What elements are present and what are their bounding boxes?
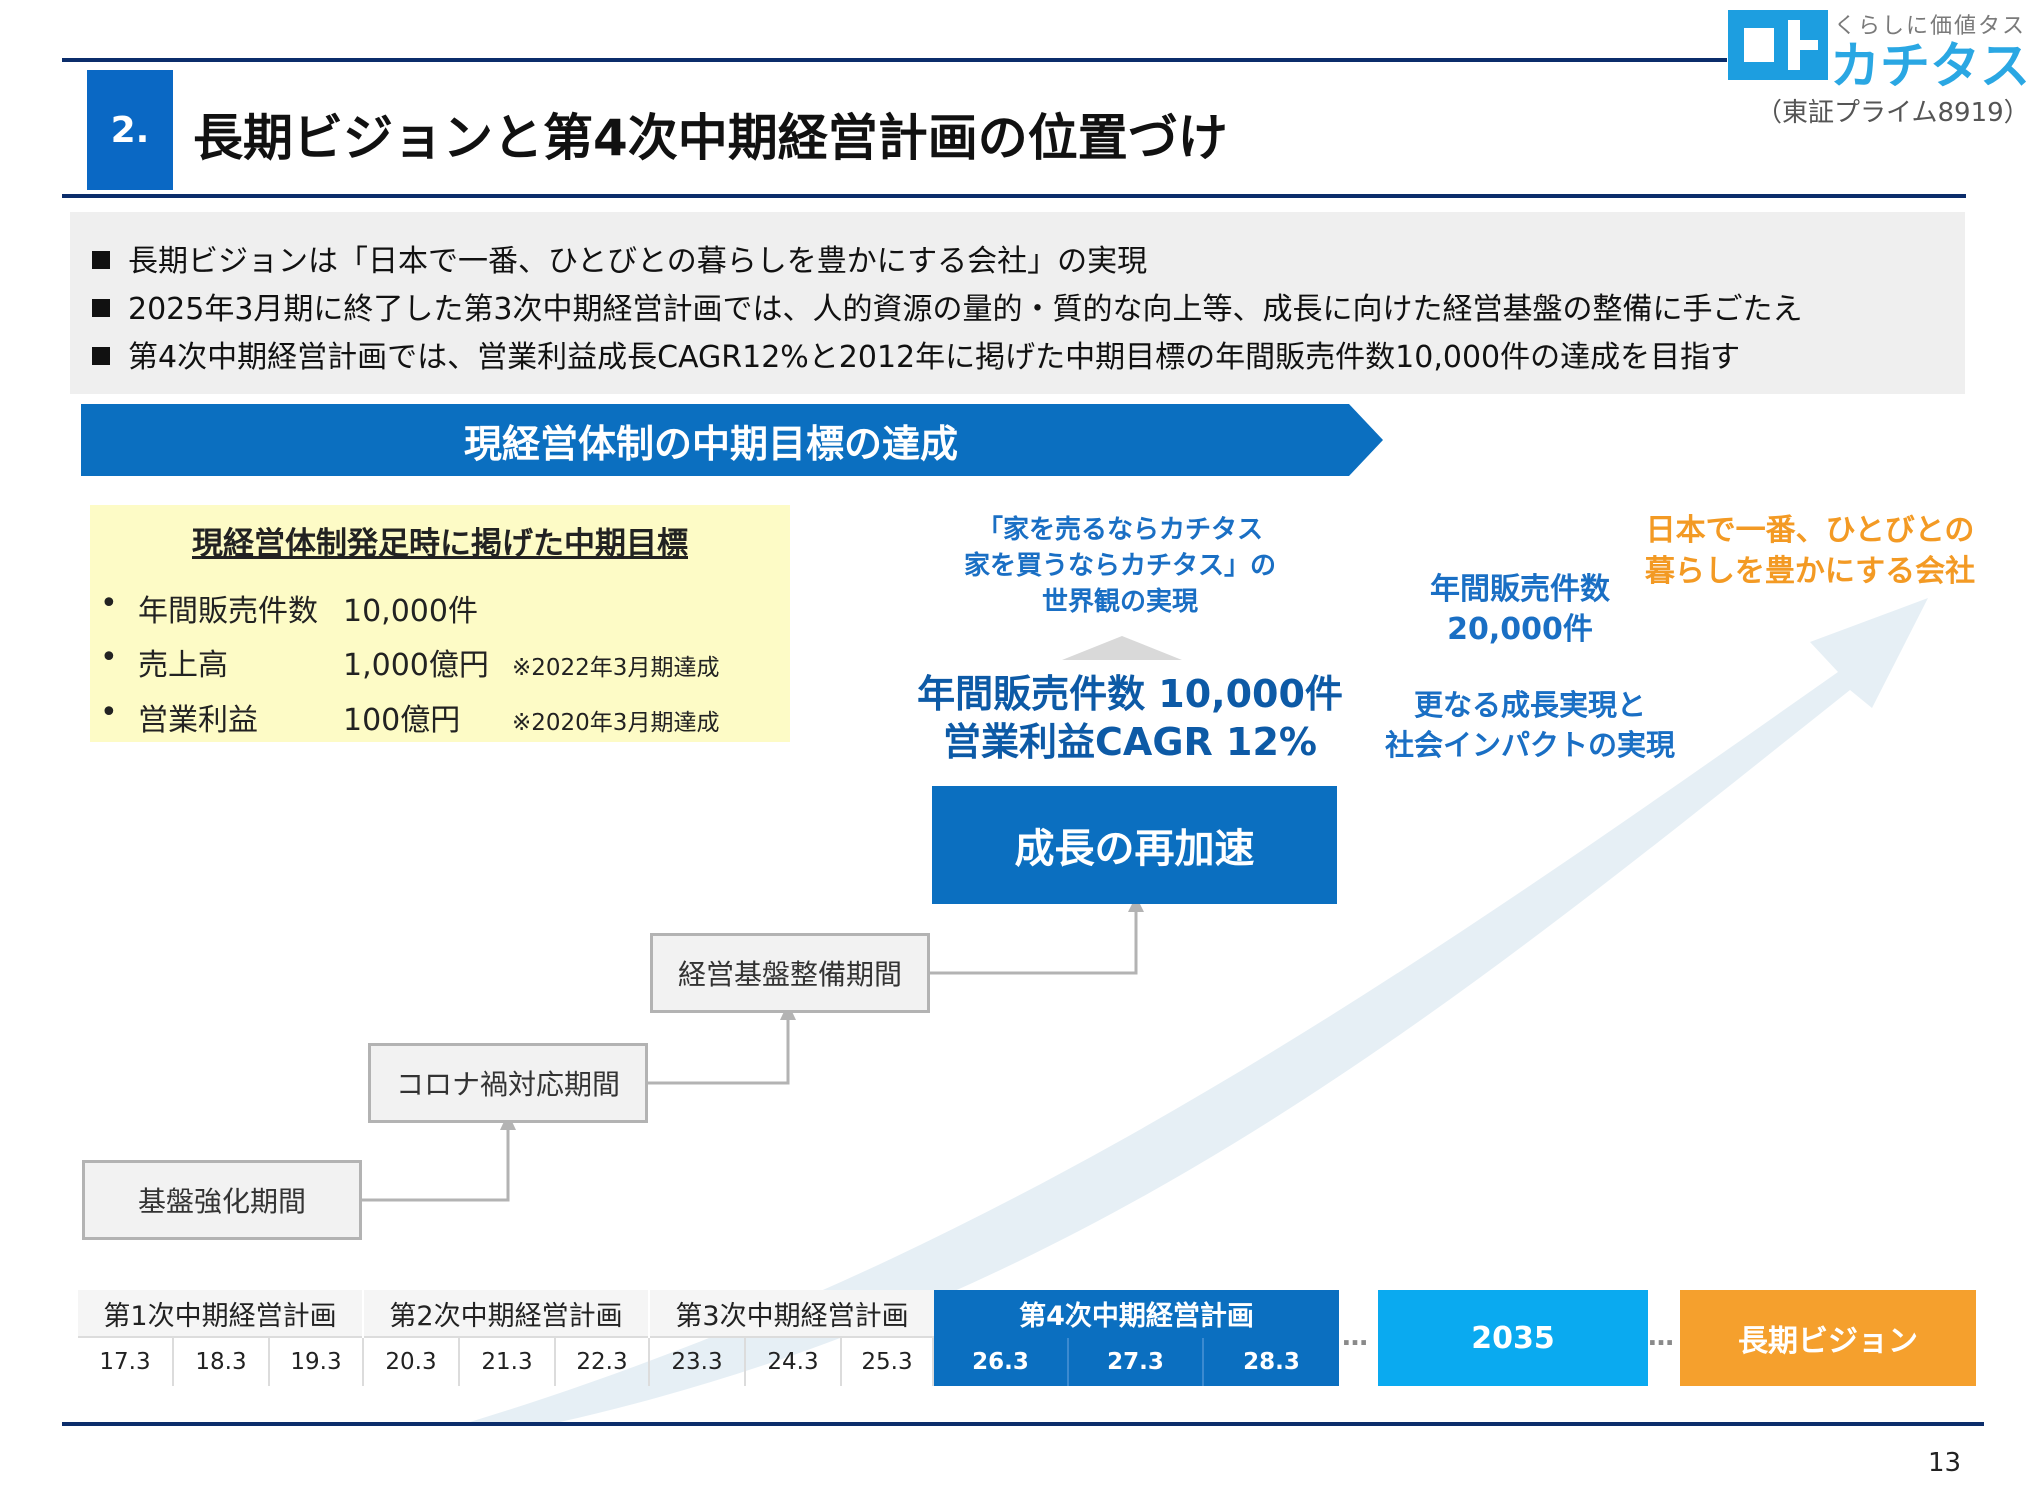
- plan-header: 第1次中期経営計画: [78, 1290, 362, 1338]
- plan-header-4th: 第4次中期経営計画: [934, 1290, 1339, 1338]
- further-line: 社会インパクトの実現: [1384, 728, 1675, 762]
- target-value: 10,000件: [343, 594, 478, 629]
- katitas-logo-icon: [1728, 10, 1828, 80]
- target-note: ※2020年3月期達成: [512, 710, 720, 736]
- phase-foundation-strengthening: 基盤強化期間: [82, 1160, 362, 1240]
- page-number: 13: [1928, 1448, 1962, 1478]
- timeline-ellipsis: …: [1342, 1322, 1368, 1352]
- phase-management-foundation: 経営基盤整備期間: [650, 933, 930, 1013]
- timeline-ellipsis: …: [1648, 1322, 1674, 1352]
- summary-box: [70, 212, 1965, 394]
- stock-code: （東証プライム8919）: [1756, 98, 2030, 128]
- targets-box: [90, 505, 790, 742]
- year-cell-4th: 27.3: [1069, 1338, 1204, 1386]
- summary-line: 長期ビジョンは「日本で一番、ひとびとの暮らしを豊かにする会社」の実現: [92, 236, 1147, 280]
- further-line: 更なる成長実現と: [1413, 688, 1646, 722]
- year-cell-4th: 28.3: [1204, 1338, 1339, 1386]
- timeline-long-term-vision: 長期ビジョン: [1680, 1290, 1976, 1386]
- square-bullet-icon: [92, 347, 110, 365]
- square-bullet-icon: [92, 251, 110, 269]
- banner-label: 現経営体制の中期目標の達成: [463, 421, 958, 466]
- annual-sales-20000-text: 年間販売件数 20,000件: [1380, 570, 1660, 650]
- long-term-vision-text: 日本で一番、ひとびとの 暮らしを豊かにする会社: [1630, 510, 1990, 592]
- year-cell: 21.3: [460, 1338, 556, 1386]
- worldview-line: 家を買うならカチタス」の: [963, 551, 1276, 581]
- logo-tagline: くらしに価値タス: [1834, 14, 2027, 39]
- vision-line: 日本で一番、ひとびとの: [1645, 513, 1975, 548]
- year-cell: 19.3: [270, 1338, 364, 1386]
- target-line: 営業利益CAGR 12%: [943, 720, 1317, 764]
- plan-header: 第2次中期経営計画: [364, 1290, 648, 1338]
- section-number-badge: 2.: [87, 70, 173, 190]
- timeline-2035: 2035: [1378, 1290, 1648, 1386]
- annual-line: 年間販売件数: [1430, 572, 1610, 607]
- target-label: 売上高: [138, 648, 228, 683]
- year-cell: 23.3: [650, 1338, 746, 1386]
- target-value: 1,000億円: [343, 648, 489, 683]
- bullet-dot-icon: •: [100, 640, 118, 675]
- worldview-line: 世界観の実現: [1041, 587, 1198, 617]
- year-cell: 22.3: [556, 1338, 650, 1386]
- page-title: 長期ビジョンと第4次中期経営計画の位置づけ: [193, 109, 1228, 167]
- year-cell: 20.3: [364, 1338, 460, 1386]
- further-growth-text: 更なる成長実現と 社会インパクトの実現: [1350, 685, 1710, 765]
- year-cell: 25.3: [842, 1338, 934, 1386]
- targets-title: 現経営体制発足時に掲げた中期目標: [192, 526, 688, 562]
- bullet-dot-icon: •: [100, 586, 118, 621]
- logo-name: カチタス: [1830, 37, 2030, 95]
- worldview-text: 「家を売るならカチタス 家を買うならカチタス」の 世界観の実現: [930, 512, 1310, 620]
- target-note: ※2022年3月期達成: [512, 655, 720, 681]
- target-line: 年間販売件数 10,000件: [917, 672, 1343, 716]
- target-label: 年間販売件数: [138, 594, 318, 629]
- year-cell: 17.3: [78, 1338, 174, 1386]
- target-value: 100億円: [343, 703, 461, 738]
- title-rule: [62, 194, 1966, 198]
- phase-growth-reacceleration: 成長の再加速: [932, 786, 1337, 904]
- summary-line: 2025年3月期に終了した第3次中期経営計画では、人的資源の量的・質的な向上等、…: [92, 284, 1803, 328]
- year-cell-4th: 26.3: [934, 1338, 1069, 1386]
- top-rule: [62, 58, 1727, 62]
- vision-line: 暮らしを豊かにする会社: [1644, 554, 1976, 589]
- bullet-dot-icon: •: [100, 695, 118, 730]
- summary-line: 第4次中期経営計画では、営業利益成長CAGR12%と2012年に掲げた中期目標の…: [92, 332, 1740, 376]
- target-label: 営業利益: [138, 703, 258, 738]
- square-bullet-icon: [92, 299, 110, 317]
- phase-corona-response: コロナ禍対応期間: [368, 1043, 648, 1123]
- year-cell: 24.3: [746, 1338, 842, 1386]
- annual-line: 20,000件: [1447, 612, 1593, 647]
- mid-term-target-text: 年間販売件数 10,000件 営業利益CAGR 12%: [880, 670, 1380, 766]
- year-cell: 18.3: [174, 1338, 270, 1386]
- plan-header: 第3次中期経営計画: [650, 1290, 934, 1338]
- worldview-line: 「家を売るならカチタス: [976, 515, 1263, 545]
- banner-arrow: [81, 404, 1383, 476]
- bottom-rule: [62, 1422, 1984, 1426]
